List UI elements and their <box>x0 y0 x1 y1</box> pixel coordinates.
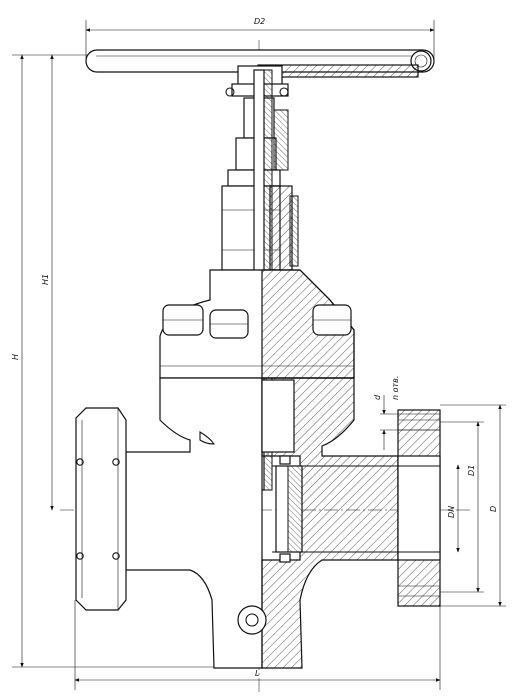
bolt-nuts <box>162 304 352 339</box>
label-h: H <box>11 354 20 360</box>
left-flange <box>75 407 127 611</box>
dimension-labels: D2 H H1 L D D1 DN d n отв. <box>11 17 498 678</box>
label-l: L <box>255 669 259 678</box>
label-d2: D2 <box>254 17 265 26</box>
label-d: D <box>489 506 498 512</box>
label-d1: D1 <box>467 465 476 476</box>
label-h1: H1 <box>41 274 50 285</box>
label-n-holes: n отв. <box>391 376 400 400</box>
valve-body <box>125 377 441 669</box>
label-d-small: d <box>373 394 382 400</box>
label-dn: DN <box>447 506 456 518</box>
bonnet-flange <box>159 269 355 379</box>
